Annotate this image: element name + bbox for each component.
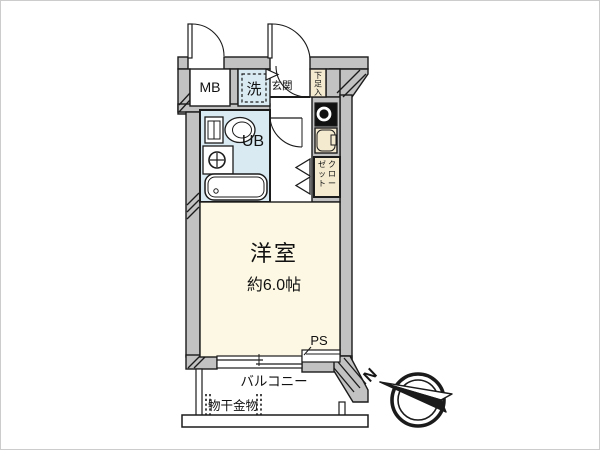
pipe-space-box: [301, 346, 341, 363]
meter-box-label: MB: [200, 79, 221, 95]
washing-machine-area: [237, 68, 271, 107]
main-room-area: [199, 201, 341, 358]
balcony-left-wall: [195, 368, 203, 418]
closet-folding-door-icon: [294, 157, 311, 196]
entrance-area: [265, 65, 310, 98]
main-room-name-label: 洋室: [250, 241, 298, 266]
balcony-slab: [181, 414, 369, 428]
entrance-label: 玄関: [272, 79, 293, 92]
shoe-cabinet: [309, 68, 327, 98]
stove-icon: [314, 102, 338, 127]
shoe-cabinet-label: 下足入: [314, 71, 322, 97]
pipe-space-label: PS: [310, 333, 328, 348]
unit-bath-label: UB: [242, 133, 264, 150]
compass-needle-black: [379, 381, 447, 413]
meter-box-area: [189, 68, 231, 107]
ps-leader-line: [303, 346, 312, 356]
main-room-size-label: 約6.0帖: [247, 276, 301, 294]
door-stop-pennant: [265, 68, 280, 81]
closet-label-col2: ゼット: [318, 159, 326, 188]
washing-machine-label: 洗: [246, 81, 261, 98]
bath-door: [269, 117, 303, 148]
closet-label-col1: クロー: [328, 160, 336, 188]
balcony-label: バルコニー: [240, 374, 307, 389]
front-door: [267, 23, 311, 59]
window-sliding: [216, 354, 303, 369]
meter-box-door: [187, 23, 225, 59]
wall-hatching: [178, 69, 367, 393]
entrance-door-arc: [275, 65, 308, 98]
washbasin-icon: [202, 145, 234, 175]
closet-area: [313, 156, 341, 198]
laundry-hardware-marks: [205, 394, 262, 416]
bathtub-icon: [204, 173, 268, 201]
laundry-hardware-label: 物干金物: [208, 398, 258, 413]
kitchen-sink-icon: [314, 127, 338, 154]
toilet-icon: [204, 116, 256, 144]
